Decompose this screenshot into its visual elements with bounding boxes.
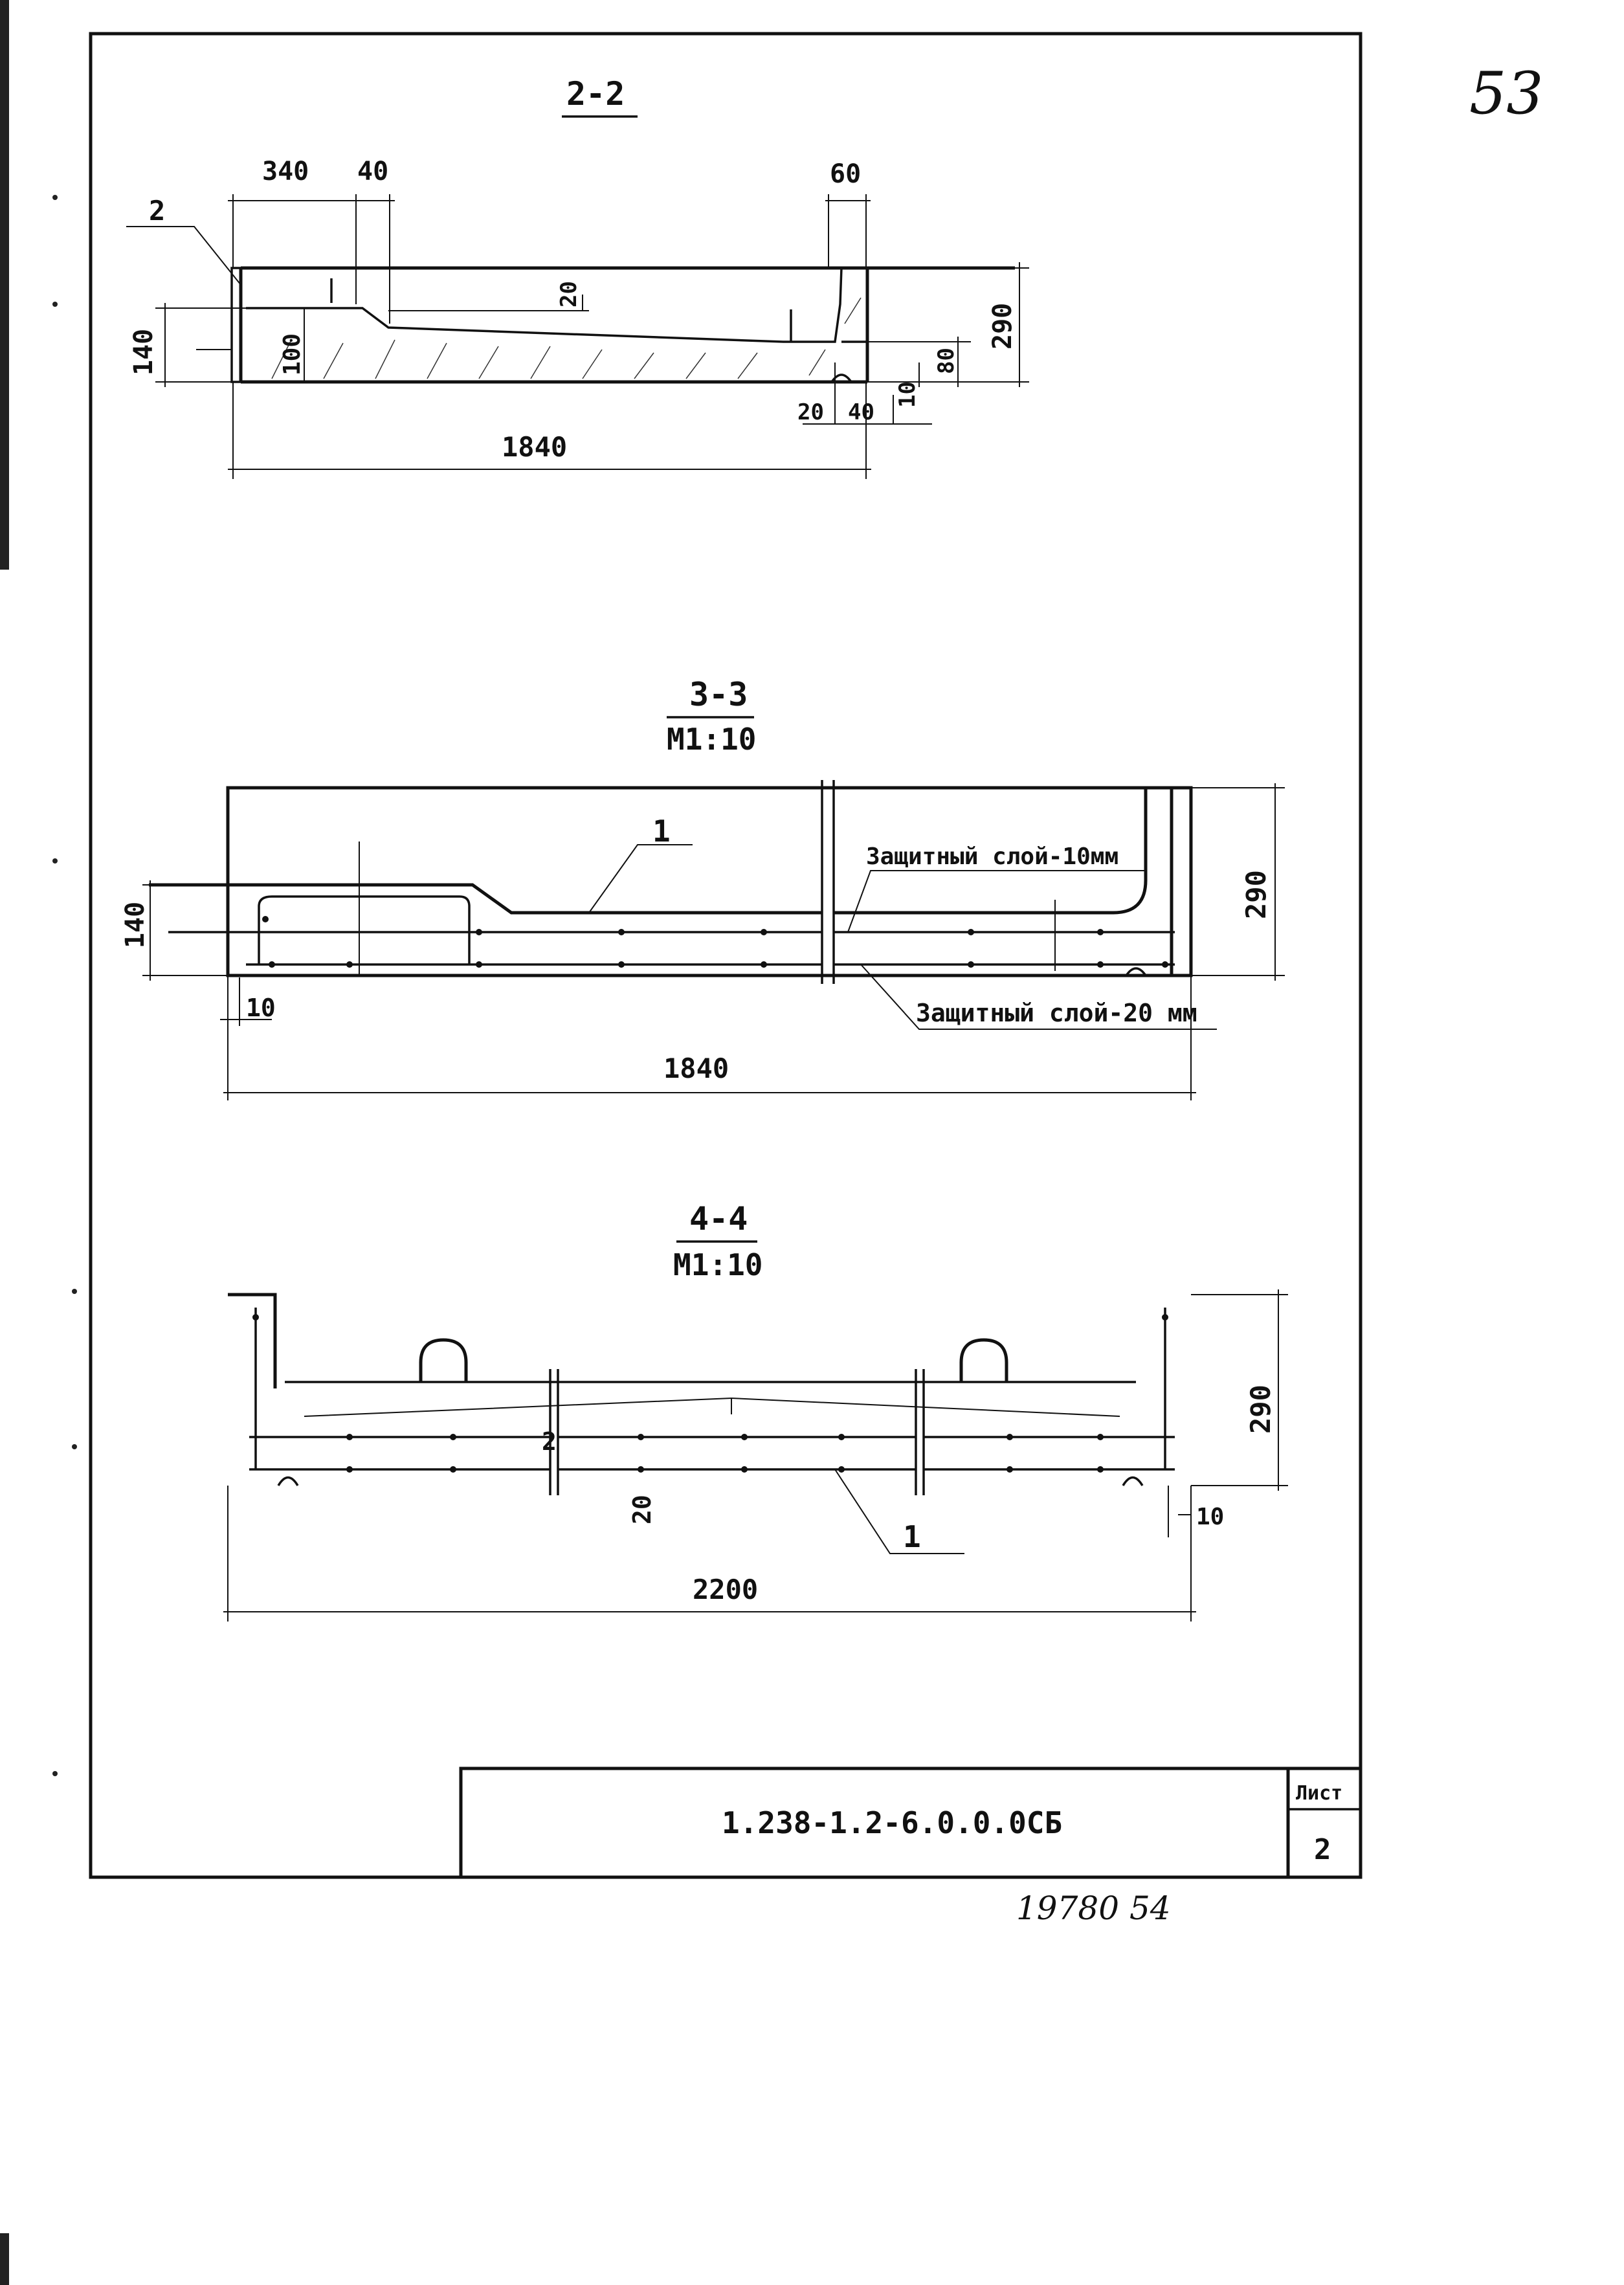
mark-1-3-3: 1 <box>652 814 671 849</box>
dim-10-4-4: 10 <box>1196 1504 1224 1530</box>
section-4-4-outline <box>228 1293 1175 1495</box>
section-3-3-scale: М1:10 <box>667 722 756 757</box>
sheet-number: 2 <box>1314 1833 1331 1866</box>
document-code: 1.238-1.2-6.0.0.0СБ <box>722 1805 1062 1840</box>
sheet-label: Лист <box>1296 1782 1342 1805</box>
dim-20-top: 20 <box>556 281 582 307</box>
mark-1-4-4: 1 <box>903 1519 921 1554</box>
dim-1840-3-3: 1840 <box>663 1053 729 1084</box>
section-2-2: 2-2 <box>126 75 1029 479</box>
dim-1840-top: 1840 <box>502 431 567 463</box>
dim-140-left: 140 <box>129 329 159 375</box>
dim-290-3-3: 290 <box>1240 870 1272 919</box>
section-2-2-title: 2-2 <box>566 75 625 113</box>
section-3-3-dimensions <box>142 783 1285 1100</box>
dim-100: 100 <box>279 333 306 375</box>
mark-2: 2 <box>149 195 165 227</box>
section-4-4-dimensions <box>223 1289 1288 1622</box>
dim-140-3-3: 140 <box>120 902 150 948</box>
dim-60: 60 <box>830 159 861 189</box>
rebar-dots-3-3 <box>262 916 1168 968</box>
section-4-4-scale: М1:10 <box>673 1247 762 1282</box>
dim-40-bottom: 40 <box>848 399 874 425</box>
dim-10-right: 10 <box>895 381 920 408</box>
dim-20-bottom: 20 <box>797 399 824 425</box>
archive-number: 19780 54 <box>1016 1889 1171 1927</box>
dim-340: 340 <box>262 157 309 186</box>
section-2-2-dimensions <box>126 194 1029 479</box>
dim-2200-4-4: 2200 <box>693 1574 758 1605</box>
scan-margin-marks <box>0 0 77 2285</box>
section-4-4-title: 4-4 <box>689 1200 748 1238</box>
dim-10-3-3: 10 <box>246 994 276 1022</box>
corner-sheet-number: 53 <box>1469 60 1544 128</box>
note-protective-layer-10: Защитный слой-10мм <box>866 843 1118 870</box>
dim-40-top: 40 <box>357 157 388 186</box>
dim-20-4-4: 20 <box>628 1495 656 1524</box>
note-protective-layer-20: Защитный слой-20 мм <box>916 999 1197 1027</box>
section-3-3: 3-3 М1:10 <box>120 676 1285 1100</box>
rebar-dots-4-4 <box>252 1314 1168 1473</box>
dim-290-4-4: 290 <box>1245 1385 1276 1434</box>
mark-2-4-4: 2 <box>542 1427 557 1456</box>
section-3-3-title: 3-3 <box>689 676 748 713</box>
section-3-3-outline <box>149 780 1193 984</box>
section-2-2-outline <box>196 266 1015 384</box>
dim-290-right: 290 <box>988 303 1018 350</box>
dim-80: 80 <box>933 348 959 374</box>
title-block: 1.238-1.2-6.0.0.0СБ Лист 2 <box>459 1767 1363 1879</box>
section-4-4: 4-4 М1:10 <box>223 1200 1288 1622</box>
